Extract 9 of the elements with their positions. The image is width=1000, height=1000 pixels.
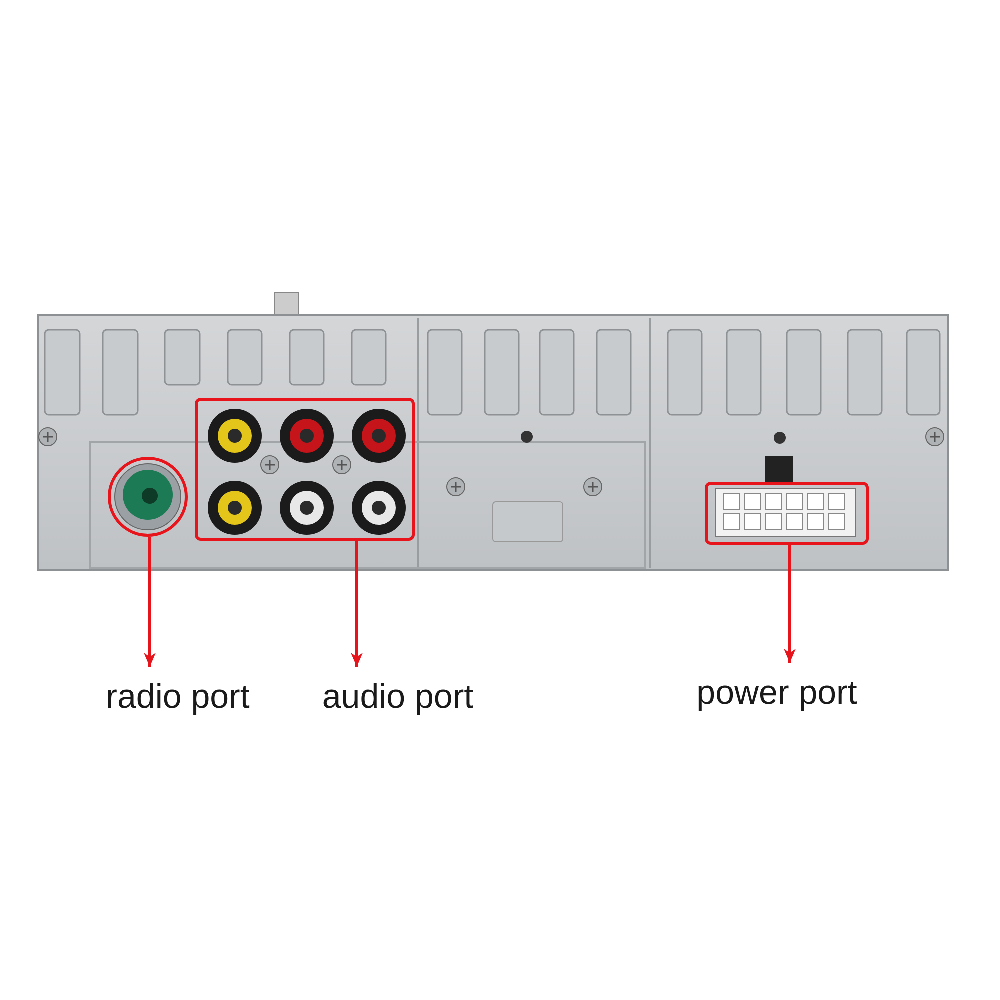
port-label: audio port [310,677,486,717]
port-label: power port [682,673,872,713]
arrow [144,537,156,667]
audio-port-highlight [195,398,415,541]
arrow [351,541,363,667]
radio-port-highlight [108,457,188,537]
power-port-highlight [705,482,869,545]
arrow [784,545,796,663]
port-label: radio port [92,677,264,717]
